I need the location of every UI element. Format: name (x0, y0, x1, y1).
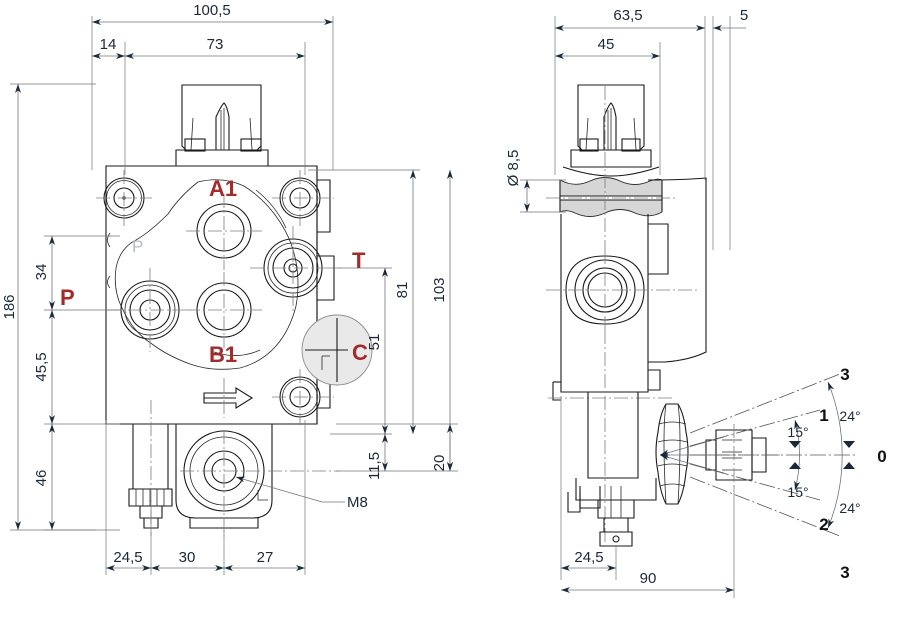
angle-24-upper: 24° (839, 408, 860, 424)
port-label-C: C (352, 340, 368, 365)
dim-body-depth: 63,5 (613, 7, 642, 24)
relief-valve-assembly (128, 400, 173, 536)
flow-direction-arrow (203, 378, 254, 418)
lever-boot (655, 403, 689, 505)
lever-travel-labels: 3 1 0 2 3 24° 15° 15° 24° (787, 365, 886, 582)
port-label-T: T (352, 248, 366, 273)
port-label-P: P (60, 285, 75, 310)
front-view-dimensions: 100,5 14 73 186 34 45,5 46 51 (1, 2, 458, 575)
lever-position-3-top: 3 (840, 365, 849, 384)
dim-top-to-bottom: 103 (431, 277, 448, 302)
port-A1-geometry (186, 194, 262, 270)
dim-base-offset: 20 (431, 455, 448, 472)
side-view-dimensions: 63,5 45 5 Ø 8,5 24,5 90 (505, 7, 748, 598)
mounting-hole-top-left (96, 170, 152, 226)
engraved-label-P: P (132, 237, 143, 256)
port-label-B1: B1 (209, 342, 237, 367)
angle-15-lower: 15° (787, 484, 808, 500)
dim-base-left: 24,5 (113, 549, 142, 566)
dim-base-right: 27 (257, 549, 274, 566)
dim-bolt-span: 73 (207, 36, 224, 53)
dim-overall-height: 186 (1, 294, 18, 319)
lever-travel-geometry (689, 373, 856, 537)
dim-base-height: 46 (33, 470, 50, 487)
lever-position-3-bottom: 3 (840, 563, 849, 582)
lever-pivot-block (659, 424, 780, 488)
dim-top-to-lower: 81 (394, 282, 411, 299)
port-P-geometry (106, 268, 194, 352)
mounting-hole-top-right (272, 170, 334, 226)
side-view-plug-assembly (567, 392, 657, 547)
front-view-geometry (96, 84, 373, 540)
bottom-boss-M8 (175, 424, 345, 540)
dim-plate-thickness: 5 (740, 7, 748, 24)
side-view-bore (546, 250, 700, 330)
port-B1-geometry (186, 272, 262, 348)
port-T-geometry (250, 226, 340, 312)
side-view-geometry (546, 84, 780, 547)
lever-position-1: 1 (819, 406, 828, 425)
dim-bore-diameter: Ø 8,5 (505, 150, 522, 187)
dim-spool-depth: 45 (598, 36, 615, 53)
dim-side-base-left: 24,5 (574, 549, 603, 566)
dim-t-to-c: 51 (366, 334, 383, 351)
dim-base-mid: 30 (179, 549, 196, 566)
dim-top-to-p: 34 (33, 264, 50, 281)
dim-overall-width: 100,5 (193, 2, 231, 19)
mounting-hole-bottom-right (272, 369, 334, 425)
angle-24-lower: 24° (839, 500, 860, 516)
lever-position-2: 2 (819, 515, 828, 534)
dim-lower-offset: 11,5 (366, 452, 383, 480)
thread-callout-M8: M8 (347, 494, 368, 511)
angle-15-upper: 15° (787, 424, 808, 440)
port-label-A1: A1 (209, 176, 237, 201)
dim-p-to-base: 45,5 (33, 352, 50, 381)
dim-edge-offset: 14 (100, 36, 117, 53)
dim-overall-length: 90 (640, 570, 657, 587)
lever-position-0: 0 (877, 447, 886, 466)
detail-callout-C (301, 314, 373, 386)
